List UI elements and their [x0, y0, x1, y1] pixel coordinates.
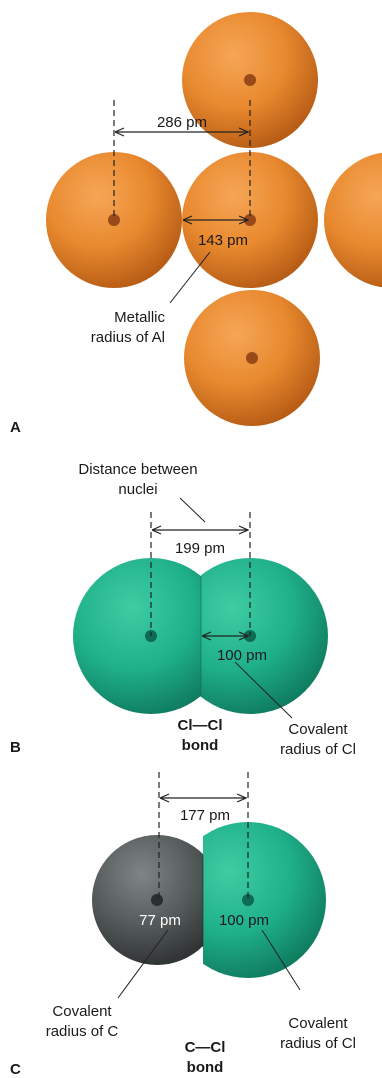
panel-b-letter: B — [10, 739, 21, 756]
cl2-distance-label: 199 pm — [175, 540, 225, 557]
cl-radius-label: 100 pm — [219, 912, 269, 929]
panel-b: Distance between nuclei 199 pm 100 pm Co… — [10, 461, 356, 758]
al-caption-leader — [169, 251, 211, 304]
al-nucleus-top — [244, 74, 256, 86]
cl2-radius-label: 100 pm — [217, 647, 267, 664]
al-caption-line1: Metallic — [114, 309, 165, 326]
cl-atom-right — [201, 558, 328, 714]
c-nucleus — [151, 894, 163, 906]
al-nucleus-left — [108, 214, 120, 226]
panel-c-letter: C — [10, 1061, 21, 1078]
cl2-caption-line1: Covalent — [288, 721, 348, 738]
al-atom-right — [324, 152, 382, 288]
cl2-bond-line1: Cl—Cl — [178, 717, 223, 734]
cl2-heading-leader — [179, 497, 206, 523]
cl-caption-line2: radius of Cl — [280, 1035, 356, 1052]
cl-caption-line1: Covalent — [288, 1015, 348, 1032]
al-nucleus-bottom — [246, 352, 258, 364]
panel-c: 177 pm 77 pm 100 pm Covalent radius of C… — [10, 772, 356, 1078]
al-radius-label: 143 pm — [198, 232, 248, 249]
ccl-bond-line1: C—Cl — [185, 1039, 226, 1056]
cl-nucleus — [242, 894, 254, 906]
panel-a-letter: A — [10, 419, 21, 436]
cl2-caption-line2: radius of Cl — [280, 741, 356, 758]
cl2-heading-line1: Distance between — [78, 461, 197, 478]
al-caption-line2: radius of Al — [91, 329, 165, 346]
c-caption-line1: Covalent — [52, 1003, 112, 1020]
c-radius-label: 77 pm — [139, 912, 181, 929]
al-distance-label: 286 pm — [157, 114, 207, 131]
cl-atom — [203, 822, 326, 978]
ccl-bond-line2: bond — [187, 1059, 224, 1076]
cl2-heading-line2: nuclei — [118, 481, 157, 498]
cl-caption-leader — [261, 929, 301, 991]
c-caption-line2: radius of C — [46, 1023, 119, 1040]
cl2-bond-line2: bond — [182, 737, 219, 754]
c-caption-leader — [117, 929, 169, 999]
ccl-distance-label: 177 pm — [180, 807, 230, 824]
panel-a: 286 pm 143 pm Metallic radius of Al A — [10, 12, 382, 436]
cl2-caption-leader — [234, 661, 293, 719]
